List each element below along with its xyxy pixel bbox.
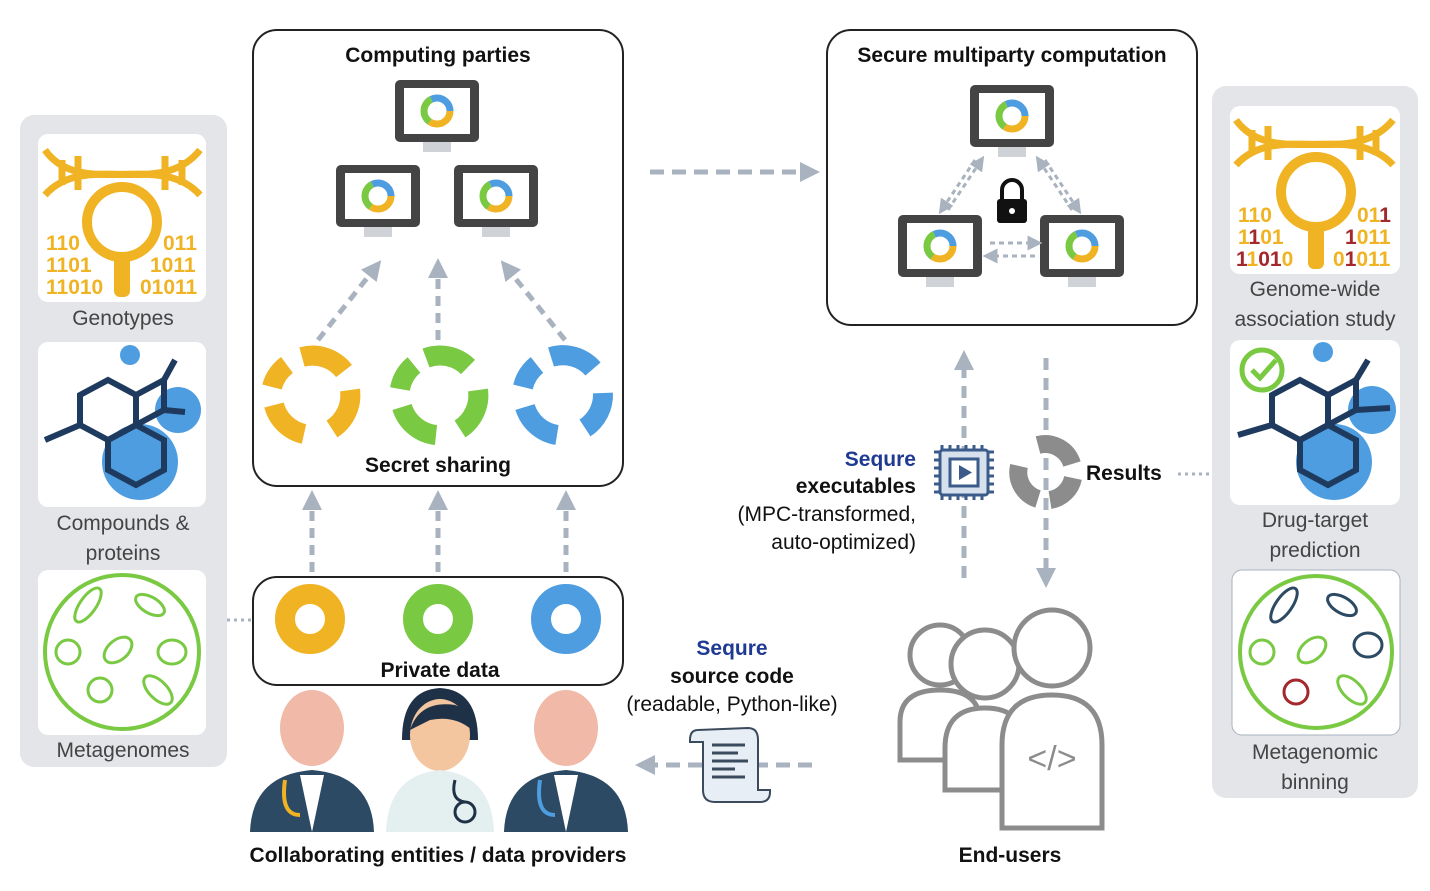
gwas-label-line2: association study <box>1234 308 1396 331</box>
svg-text:011: 011 <box>1357 204 1391 227</box>
results-label: Results <box>1086 462 1162 485</box>
party-monitor-left <box>336 165 420 237</box>
share-arrows <box>316 258 567 342</box>
svg-text:01011: 01011 <box>140 276 198 299</box>
party-monitor-right <box>454 165 538 237</box>
doctor-avatar-left <box>250 690 374 832</box>
svg-text:110: 110 <box>1238 204 1272 227</box>
checkmark-icon <box>1239 347 1285 393</box>
svg-text:11010: 11010 <box>46 276 103 299</box>
source-code-text: Sequre source code (readable, Python-lik… <box>626 637 837 716</box>
data-providers: Collaborating entities / data providers <box>250 688 628 867</box>
source-code-title: source code <box>670 665 794 688</box>
private-data-green <box>403 584 473 654</box>
binning-label-line1: Metagenomic <box>1252 741 1378 764</box>
drug-target-label-line2: prediction <box>1269 539 1360 562</box>
mpc-monitor-left <box>898 215 982 287</box>
executables-title: executables <box>796 475 916 498</box>
private-data-yellow <box>275 584 345 654</box>
drug-target-label-line1: Drug-target <box>1262 509 1368 532</box>
binary-digits: 110 1101 11010 011 1011 01011 <box>46 232 198 299</box>
binary-digits-right: 110 1101 11010 011 1011 01011 <box>1236 204 1391 271</box>
mpc-title: Secure multiparty computation <box>857 44 1166 67</box>
source-code-brand: Sequre <box>696 637 767 660</box>
doctor-avatar-right <box>504 690 628 832</box>
upload-arrows <box>302 490 576 572</box>
mpc-exchange-arrows <box>938 155 1082 264</box>
dna-icon-right <box>1233 117 1396 168</box>
dna-icon <box>42 147 203 198</box>
molecule-icon <box>43 345 201 500</box>
left-panel: 110 1101 11010 011 1011 01011 Genotypes <box>20 115 227 767</box>
gwas-label-line1: Genome-wide <box>1250 278 1381 301</box>
gwas-tile: 110 1101 11010 011 1011 01011 <box>1230 106 1400 274</box>
magnifier-icon-right <box>1276 152 1356 269</box>
svg-text:01011: 01011 <box>1333 248 1391 271</box>
data-providers-caption: Collaborating entities / data providers <box>250 844 627 867</box>
drug-target-tile <box>1230 340 1400 505</box>
svg-text:1011: 1011 <box>1345 226 1391 249</box>
nurse-avatar <box>386 688 494 832</box>
secret-share-yellow <box>262 345 361 444</box>
binning-tile <box>1231 569 1401 736</box>
executables-note2: auto-optimized) <box>771 531 916 554</box>
petri-dish-icon-right <box>1238 574 1394 730</box>
party-monitor-top <box>395 80 479 152</box>
binning-label-line2: binning <box>1281 771 1349 794</box>
genotypes-tile: 110 1101 11010 011 1011 01011 Genotypes <box>38 134 206 330</box>
right-panel: 110 1101 11010 011 1011 01011 Genome-wid… <box>1212 86 1418 798</box>
metagenomes-label: Metagenomes <box>56 739 189 762</box>
executables-text: Sequre executables (MPC-transformed, aut… <box>737 448 916 554</box>
scroll-icon <box>689 726 771 803</box>
mpc-monitor-top <box>970 85 1054 157</box>
metagenomes-tile: Metagenomes <box>38 570 206 762</box>
chip-icon <box>934 445 994 500</box>
executables-brand: Sequre <box>845 448 916 471</box>
end-users-group <box>897 607 1105 831</box>
lock-icon <box>997 178 1027 223</box>
source-code-note: (readable, Python-like) <box>626 693 837 716</box>
end-users-caption: End-users <box>959 844 1062 867</box>
svg-text:1101: 1101 <box>46 254 92 277</box>
private-data-label: Private data <box>380 659 499 682</box>
code-icon: </> <box>1027 740 1076 778</box>
compounds-tile: Compounds & proteins <box>38 342 206 565</box>
binned-microbes <box>1248 586 1384 706</box>
magnifier-icon <box>82 182 162 297</box>
secret-sharing-label: Secret sharing <box>365 454 511 477</box>
mpc-box: Secure multiparty computation <box>826 29 1198 326</box>
compounds-label-line2: proteins <box>86 542 161 565</box>
compounds-label-line1: Compounds & <box>56 512 189 535</box>
svg-text:1101: 1101 <box>1238 226 1284 249</box>
private-data-box: Private data <box>252 576 624 686</box>
svg-text:11010: 11010 <box>1236 248 1293 271</box>
svg-text:011: 011 <box>163 232 197 255</box>
results-icon <box>1009 435 1082 509</box>
mpc-monitor-right <box>1040 215 1124 287</box>
secret-share-green <box>390 345 489 445</box>
computing-parties-title: Computing parties <box>345 44 531 67</box>
genotypes-label: Genotypes <box>72 307 174 330</box>
private-data-blue <box>531 584 601 654</box>
svg-text:1011: 1011 <box>150 254 196 277</box>
executables-note1: (MPC-transformed, <box>737 503 916 526</box>
secret-share-blue <box>513 345 613 445</box>
computing-parties-box: Computing parties <box>252 29 624 487</box>
petri-dish-icon <box>43 573 201 731</box>
molecule-icon-right <box>1237 342 1396 500</box>
svg-text:110: 110 <box>46 232 80 255</box>
